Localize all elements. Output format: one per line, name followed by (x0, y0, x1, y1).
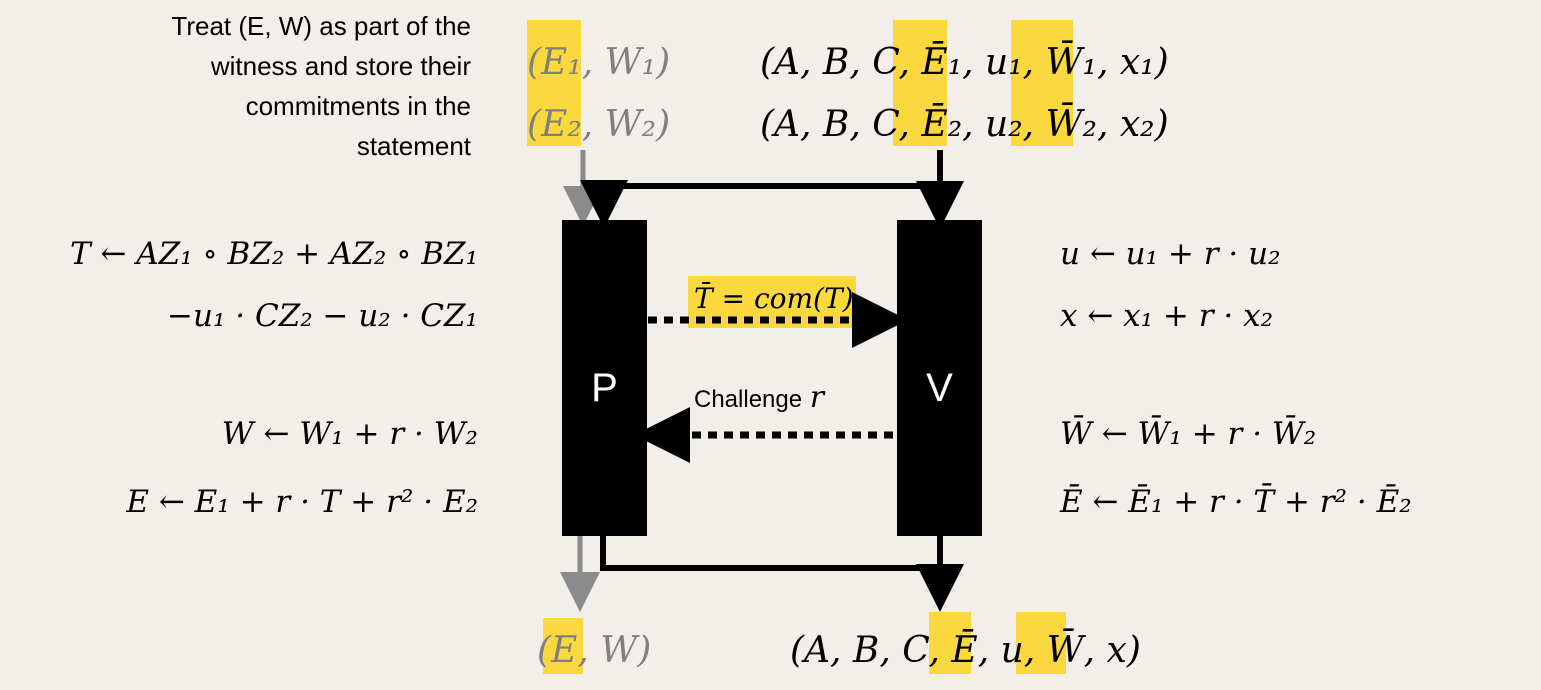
prover-T-line1: T ← AZ₁ ∘ BZ₂ + AZ₂ ∘ BZ₁ (69, 236, 478, 272)
verifier-label: V (926, 366, 953, 410)
verifier-x-update: x ← x₁ + r · x₂ (1060, 298, 1274, 334)
highlight-E-out (543, 618, 583, 674)
verifier-u-update: u ← u₁ + r · u₂ (1060, 236, 1281, 272)
highlight-Wbar-in (1011, 20, 1073, 146)
note-line-4: statement (356, 131, 471, 161)
challenge-word: Challenge (694, 386, 803, 413)
note-line-2: witness and store their (210, 51, 471, 81)
output-witness: (E, W) (537, 630, 652, 671)
instance-2: (A, B, C, Ē₂, u₂, W̄₂, x₂) (760, 104, 1169, 145)
highlight-Wbar-out (1016, 612, 1066, 674)
prover-label: P (591, 366, 618, 410)
arrow-instance-out (600, 536, 964, 612)
prover-E-update: E ← E₁ + r · T + r² · E₂ (126, 484, 478, 520)
arrow-instance-in (580, 150, 943, 228)
verifier-E-update: Ē ← Ē₁ + r · T̄ + r² · Ē₂ (1060, 484, 1412, 520)
verifier-W-update: W̄ ← W̄₁ + r · W̄₂ (1060, 416, 1317, 452)
note-text: Treat (E, W) as part of the witness and … (171, 6, 471, 166)
challenge-message: Challenge r (694, 380, 824, 415)
output-instance: (A, B, C, Ē, u, W̄, x) (790, 630, 1141, 671)
note-line-3: commitments in the (245, 91, 471, 121)
highlight-Ebar-out (929, 612, 971, 674)
prover-T-line2: −u₁ · CZ₂ − u₂ · CZ₁ (167, 298, 478, 334)
highlight-Ebar-in (893, 20, 947, 146)
highlight-E1 (527, 20, 581, 146)
note-line-1: Treat (E, W) as part of the (171, 11, 471, 41)
witness-1: (E₁, W₁) (527, 42, 671, 83)
witness-2: (E₂, W₂) (527, 104, 671, 145)
prover-W-update: W ← W₁ + r · W₂ (221, 416, 478, 452)
challenge-var: r (809, 380, 825, 415)
prover-box: P (562, 220, 647, 536)
commit-message: T̄ = com(T) (694, 282, 854, 315)
verifier-box: V (897, 220, 982, 536)
instance-1: (A, B, C, Ē₁, u₁, W̄₁, x₁) (760, 42, 1169, 83)
